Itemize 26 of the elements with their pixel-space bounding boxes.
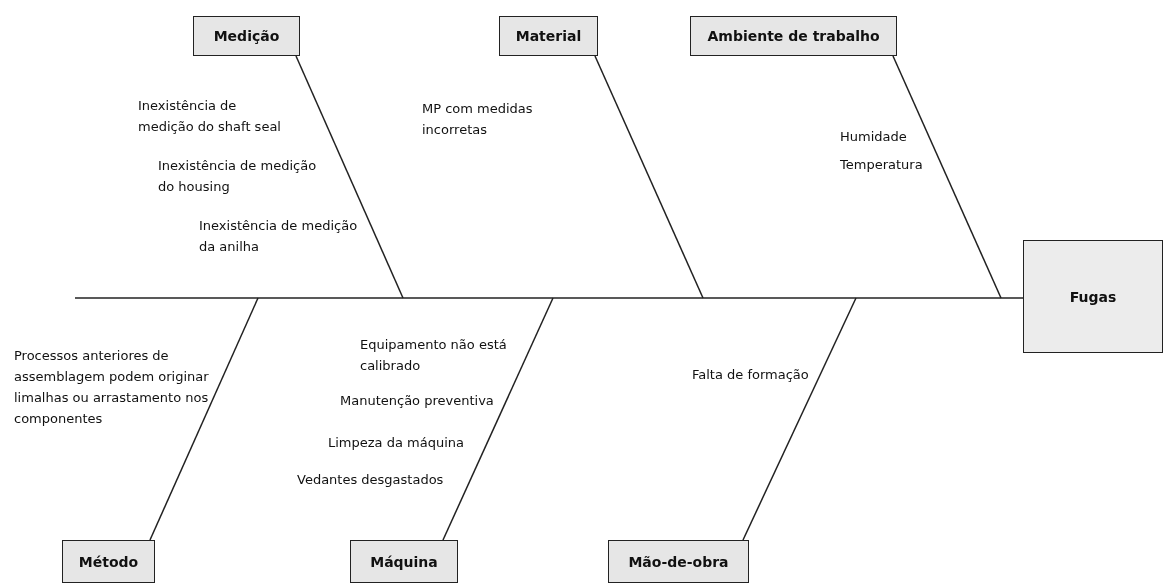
bone-line	[149, 297, 259, 541]
cause-label: Inexistência de medição do housing	[158, 157, 318, 196]
cause-label: MP com medidas incorretas	[422, 100, 534, 139]
cause-label: Humidade	[840, 128, 907, 146]
cause-label: Processos anteriores de assemblagem podem originar limalhas ou arrastamento nos componentes	[14, 347, 210, 428]
cause-label: Limpeza da máquina	[328, 434, 464, 452]
bone-line	[892, 55, 1002, 299]
cause-label: Inexistência de medição da anilha	[199, 217, 359, 256]
cause-label: Manutenção preventiva	[340, 392, 494, 410]
cause-label: Temperatura	[840, 156, 923, 174]
bone-line	[594, 55, 704, 299]
spine-line	[74, 297, 1024, 299]
category-box: Mão-de-obra	[608, 540, 749, 583]
bone-line	[442, 297, 554, 541]
bone-line	[742, 297, 857, 541]
category-box: Método	[62, 540, 155, 583]
cause-label: Inexistência de medição do shaft seal	[138, 97, 282, 136]
category-box: Medição	[193, 16, 300, 56]
category-box: Máquina	[350, 540, 458, 583]
cause-label: Falta de formação	[692, 366, 809, 384]
effect-box: Fugas	[1023, 240, 1163, 353]
category-box: Ambiente de trabalho	[690, 16, 897, 56]
bone-line	[295, 55, 404, 299]
category-box: Material	[499, 16, 598, 56]
cause-label: Equipamento não está calibrado	[360, 336, 508, 375]
cause-label: Vedantes desgastados	[297, 471, 444, 489]
